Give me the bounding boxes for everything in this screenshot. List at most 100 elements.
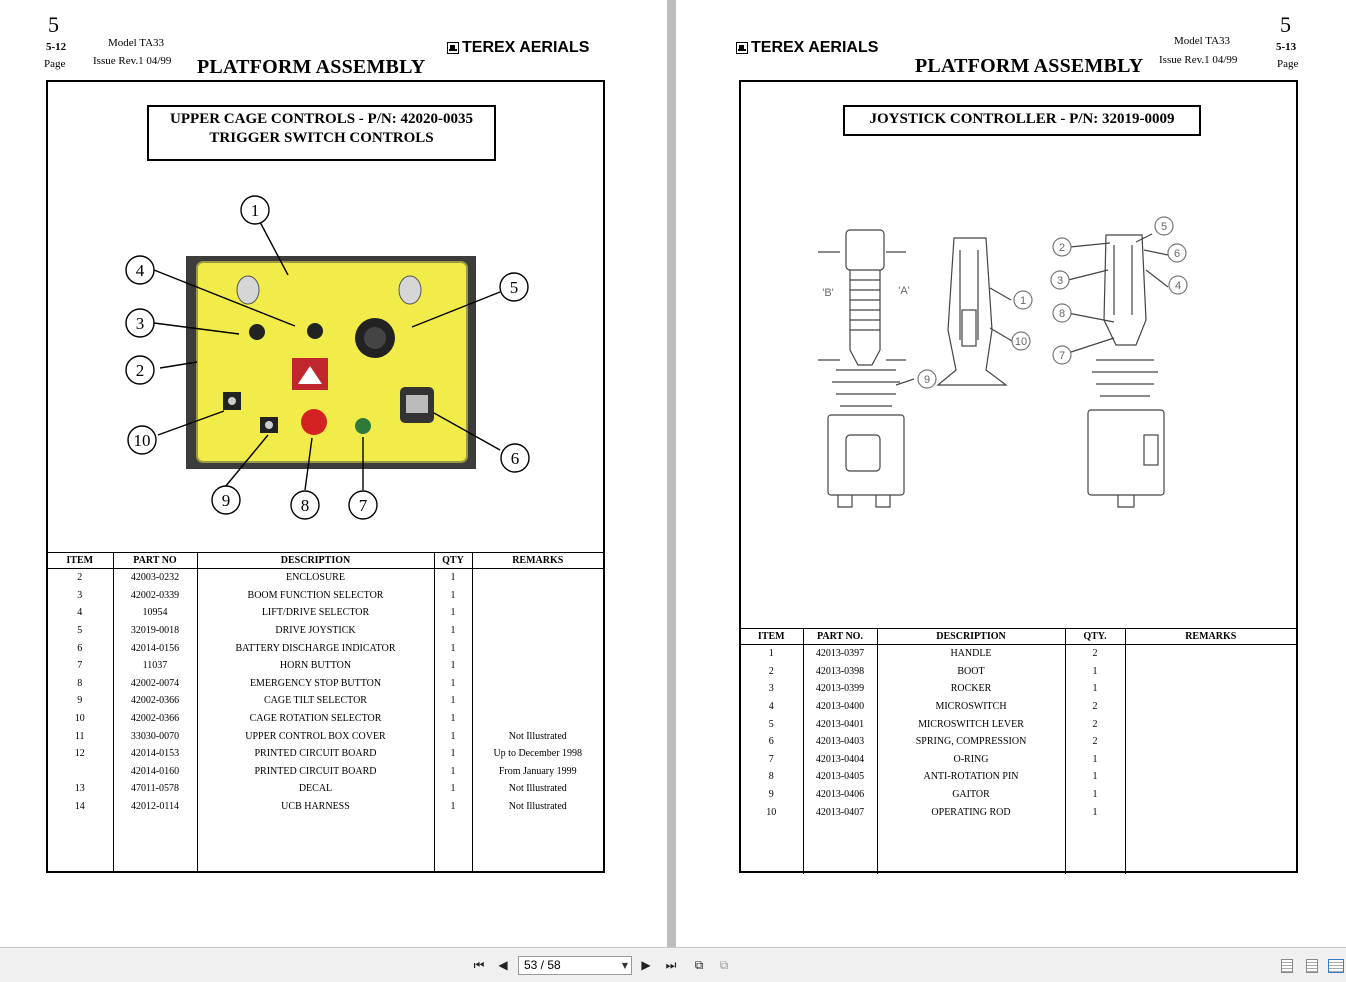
table-cell: MICROSWITCH LEVER	[876, 715, 1065, 733]
previous-page-icon: ◀	[498, 958, 508, 972]
table-cell	[471, 604, 603, 622]
page-5-13: 5 5-13 Page Model TA33 Issue Rev.1 04/99…	[676, 0, 1346, 947]
table-cell: Not Illustrated	[471, 727, 603, 745]
callout-1: 1	[1020, 295, 1026, 307]
callout-4: 4	[136, 261, 145, 280]
table-cell: 11037	[112, 656, 197, 675]
title-box: UPPER CAGE CONTROLS - P/N: 42020-0035 TR…	[147, 105, 496, 161]
table-cell: 7	[768, 753, 774, 765]
col-remarks: REMARKS	[471, 552, 603, 569]
table-cell: 1	[433, 709, 472, 728]
table-cell	[196, 815, 434, 872]
table-cell: 42002-0339	[112, 586, 197, 605]
model-label: Model TA33	[108, 37, 165, 49]
table-cell	[1124, 680, 1296, 698]
table-cell	[471, 692, 603, 710]
table-cell: 2	[768, 665, 774, 677]
callout-8: 8	[301, 496, 310, 515]
table-cell: 10954	[112, 604, 197, 622]
table-cell: GAITOR	[876, 785, 1065, 804]
page-reference: 5-12	[46, 41, 67, 53]
table-cell: 2	[1064, 697, 1125, 716]
table-cell	[471, 586, 603, 605]
callout-9: 9	[222, 491, 231, 510]
table-cell: OPERATING ROD	[876, 803, 1065, 821]
table-cell: Not Illustrated	[471, 780, 603, 798]
table-cell: 33030-0070	[112, 727, 197, 745]
table-cell: 42014-0160	[112, 762, 197, 781]
table-cell: 42013-0398	[802, 662, 877, 681]
table-cell: 12	[74, 748, 85, 760]
page-number-select[interactable]: 53 / 58 ▼	[518, 956, 632, 975]
table-cell: 5	[77, 625, 83, 637]
next-page-icon: ▶	[641, 958, 651, 972]
section-number: 5	[48, 12, 59, 37]
table-cell: ENCLOSURE	[196, 568, 434, 587]
continuous-view-icon[interactable]	[1306, 959, 1318, 973]
document-viewer[interactable]: 5 5-12 Page Model TA33 Issue Rev.1 04/99…	[0, 0, 1346, 947]
callout-3: 3	[136, 314, 145, 333]
table-cell: O-RING	[876, 750, 1065, 769]
parts-table-header: ITEM PART NO. DESCRIPTION QTY. REMARKS	[740, 628, 1296, 645]
callout-4: 4	[1175, 280, 1181, 292]
title-box-line-2: TRIGGER SWITCH CONTROLS	[209, 130, 434, 146]
last-page-button[interactable]: ⏭	[662, 956, 680, 974]
single-page-view-icon[interactable]	[1281, 959, 1293, 973]
back-view-icon: ⧉	[694, 958, 704, 972]
table-cell: 42013-0401	[802, 715, 877, 733]
table-cell	[740, 821, 803, 874]
brand-logo: TEREX AERIALS	[736, 39, 878, 57]
callout-7: 7	[1059, 350, 1065, 362]
table-cell: 47011-0578	[112, 780, 197, 798]
table-cell: CAGE ROTATION SELECTOR	[196, 709, 434, 728]
brand-logo: TEREX AERIALS	[447, 39, 589, 57]
table-cell: 1	[433, 656, 472, 675]
table-cell: 14	[74, 801, 85, 813]
first-page-button[interactable]: ⏮	[470, 956, 488, 974]
parts-table: ITEM PART NO. DESCRIPTION QTY. REMARKS 1…	[740, 628, 1296, 874]
callout-1: 1	[251, 201, 260, 220]
issue-label: Issue Rev.1 04/99	[1159, 54, 1238, 66]
terex-logo-icon	[447, 42, 459, 54]
previous-page-button[interactable]: ◀	[494, 956, 512, 974]
table-cell: 1	[433, 780, 472, 798]
go-back-view-button[interactable]: ⧉	[690, 956, 708, 974]
chevron-down-icon[interactable]: ▼	[621, 961, 628, 970]
table-cell: 42002-0074	[112, 674, 197, 693]
table-cell: 2	[1064, 732, 1125, 751]
callout-5: 5	[1161, 221, 1167, 233]
table-cell: 42014-0156	[112, 639, 197, 657]
table-cell	[1124, 820, 1296, 874]
table-cell	[471, 674, 603, 693]
title-box: JOYSTICK CONTROLLER - P/N: 32019-0009	[843, 105, 1201, 136]
table-cell	[1124, 768, 1296, 786]
table-cell: 1	[433, 568, 472, 587]
go-forward-view-button[interactable]: ⧉	[715, 956, 733, 974]
table-cell	[1124, 662, 1296, 681]
facing-pages-view-icon[interactable]	[1328, 959, 1344, 973]
table-cell: 13	[74, 783, 85, 795]
table-cell: ROCKER	[876, 680, 1065, 698]
content-frame	[46, 80, 605, 873]
table-cell: 42002-0366	[112, 709, 197, 728]
table-cell: 9	[768, 789, 774, 801]
table-cell: 1	[433, 674, 472, 693]
callout-3: 3	[1057, 275, 1063, 287]
table-cell: 1	[433, 586, 472, 605]
next-page-button[interactable]: ▶	[637, 956, 655, 974]
page-title: PLATFORM ASSEMBLY	[197, 56, 426, 78]
table-cell: 42013-0397	[802, 644, 877, 663]
table-cell	[47, 815, 113, 872]
